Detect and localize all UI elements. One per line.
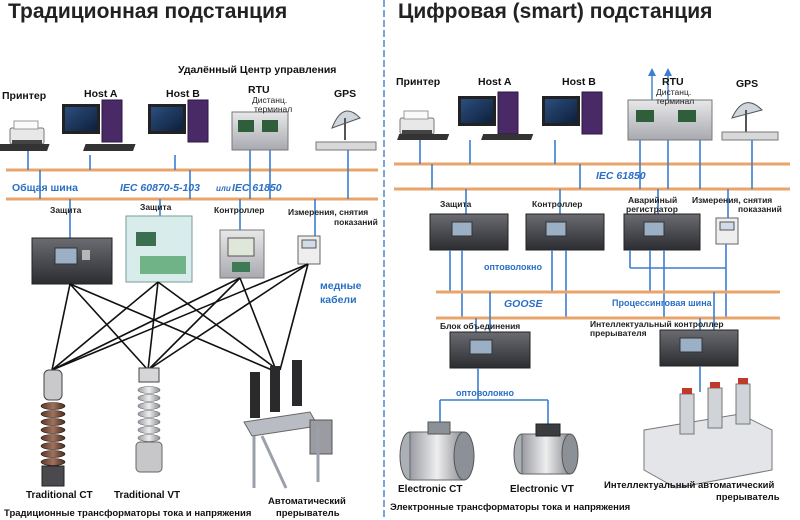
- left-copper-label-1: медные: [320, 280, 362, 292]
- right-controller-label: Контроллер: [532, 199, 583, 209]
- right-ied-protection: [429, 213, 509, 251]
- electronic-ct-icon: [399, 421, 475, 481]
- left-control-center-label: Удалённый Центр управления: [178, 64, 337, 76]
- left-meter: [297, 235, 321, 265]
- process-bus: [436, 290, 780, 320]
- left-copper-cables: [51, 263, 309, 371]
- right-bus-drops: [419, 140, 753, 218]
- left-rtu-sub1: Дистанц.: [252, 95, 288, 105]
- merging-unit-icon: [449, 331, 531, 369]
- right-printer-label: Принтер: [396, 76, 441, 88]
- right-rtu-icon: [627, 68, 713, 141]
- left-breaker-label-2: прерыватель: [276, 508, 340, 519]
- breaker-controller-label-1: Интеллектуальный контроллер: [590, 319, 724, 329]
- traditional-ct-icon: [40, 369, 66, 487]
- goose-label: GOOSE: [504, 298, 543, 310]
- right-gps-label: GPS: [736, 78, 759, 90]
- left-metering-label-1: Измерения, снятия: [288, 207, 369, 217]
- smart-breaker-icon: [643, 378, 773, 489]
- left-host-b-label: Host B: [166, 88, 200, 100]
- breaker-controller-label-2: прерывателя: [590, 328, 647, 338]
- right-host-a-label: Host A: [478, 76, 512, 88]
- left-ied-protection-2: [125, 215, 193, 283]
- right-fault-recorder-label-1: Аварийный: [628, 195, 678, 205]
- right-gps-icon: [721, 102, 779, 141]
- left-bus-label: Общая шина: [12, 182, 78, 194]
- left-controller-label: Контроллер: [214, 205, 265, 215]
- right-station-bus: [394, 162, 790, 191]
- left-protection-1-label: Защита: [50, 205, 82, 215]
- left-ied-controller: [219, 229, 265, 279]
- right-meter: [715, 217, 739, 245]
- left-bus-drops: [27, 150, 349, 238]
- left-gps-icon: [315, 110, 377, 151]
- right-host-a-icon: [397, 91, 519, 140]
- left-rtu-sub2: терминал: [254, 104, 293, 114]
- right-process-drops: [475, 292, 715, 332]
- right-host-b-label: Host B: [562, 76, 596, 88]
- left-host-b-icon: [83, 99, 209, 151]
- electronic-vt-icon: [513, 423, 579, 475]
- right-caption: Электронные трансформаторы тока и напряж…: [390, 502, 631, 513]
- left-protocol-b: IEC 61850: [232, 182, 282, 194]
- left-protocol-a: IEC 60870-5-103: [120, 182, 200, 194]
- left-metering-label-2: показаний: [334, 217, 378, 227]
- right-rtu-sub1: Дистанц.: [656, 87, 692, 97]
- left-rtu-icon: [231, 111, 289, 151]
- right-metering-label-2: показаний: [738, 204, 782, 214]
- left-gps-label: GPS: [334, 88, 357, 100]
- right-rtu-label: RTU: [662, 76, 684, 88]
- left-protection-2-label: Защита: [140, 202, 172, 212]
- left-breaker-icon: [243, 360, 333, 489]
- traditional-vt-icon: [135, 367, 163, 473]
- process-bus-label: Процессинговая шина: [612, 298, 712, 308]
- merging-unit-label: Блок объединения: [440, 321, 521, 331]
- left-rtu-label: RTU: [248, 84, 270, 96]
- left-caption: Традиционные трансформаторы тока и напря…: [4, 508, 252, 519]
- left-printer-label: Принтер: [2, 90, 47, 102]
- right-fiber-label-2: оптоволокно: [456, 388, 514, 398]
- left-protocol-or: или: [216, 184, 231, 193]
- right-ied-fault-recorder: [623, 213, 701, 251]
- traditional-vt-label: Traditional VT: [114, 490, 181, 501]
- right-sensor-fiber: [439, 366, 701, 426]
- electronic-ct-label: Electronic CT: [398, 484, 463, 495]
- right-fault-recorder-label-2: регистратор: [626, 204, 678, 214]
- left-copper-label-2: кабели: [320, 294, 357, 306]
- left-ied-protection-1: [31, 237, 113, 285]
- left-station-bus: [6, 168, 378, 201]
- smart-breaker-label-1: Интеллектуальный автоматический: [604, 480, 775, 491]
- left-breaker-label-1: Автоматический: [268, 496, 346, 507]
- right-fiber-drops: [449, 244, 727, 318]
- right-rtu-sub2: терминал: [656, 96, 695, 106]
- traditional-ct-label: Traditional CT: [26, 490, 93, 501]
- right-host-b-icon: [481, 91, 603, 140]
- left-title: Традиционная подстанция: [8, 0, 288, 23]
- left-host-a-label: Host A: [84, 88, 118, 100]
- smart-breaker-label-2: прерыватель: [716, 492, 780, 503]
- right-ied-controller: [525, 213, 605, 251]
- right-protocol: IEC 61850: [596, 170, 646, 182]
- left-printer-icon: [9, 120, 45, 145]
- electronic-vt-label: Electronic VT: [510, 484, 574, 495]
- left-host-a-icon: [0, 99, 123, 151]
- right-title: Цифровая (smart) подстанция: [398, 0, 713, 23]
- right-fiber-label-1: оптоволокно: [484, 262, 542, 272]
- right-metering-label-1: Измерения, снятия: [692, 195, 773, 205]
- right-printer-icon: [399, 110, 435, 135]
- breaker-controller-icon: [659, 329, 739, 367]
- right-protection-label: Защита: [440, 199, 472, 209]
